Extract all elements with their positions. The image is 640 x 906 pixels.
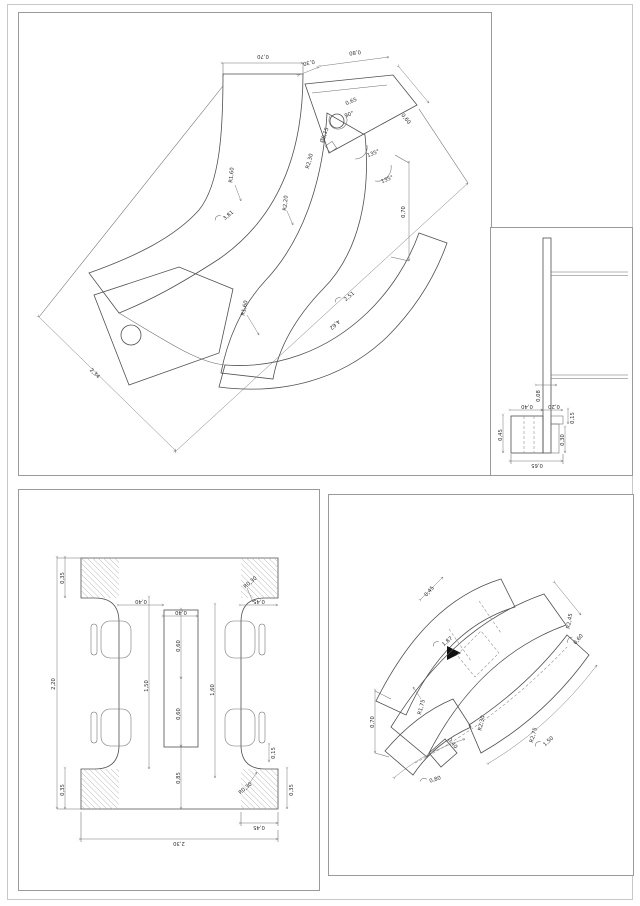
corner-block: [81, 558, 119, 598]
dim-label: Ø0,15: [318, 126, 330, 143]
notch-detail: [325, 141, 337, 153]
chair: [224, 620, 266, 659]
dim-label: 2,20: [51, 677, 57, 689]
segment-upper-band: [375, 578, 516, 716]
segment-lower-left: [384, 698, 472, 776]
dim-label: 0,40: [520, 403, 532, 409]
dim-label: 0,15: [271, 747, 277, 759]
shelf-upper: [551, 271, 628, 276]
dim-label: 0,70: [370, 715, 376, 727]
dim-label: 0,85: [176, 772, 182, 784]
corner-block: [241, 558, 278, 598]
dim-label: 0,40: [446, 737, 458, 750]
chair: [90, 620, 132, 659]
dim-label: 1,50: [542, 735, 555, 748]
dim-label: 0,60: [176, 639, 182, 651]
dim-label: 1,60: [210, 683, 216, 695]
construction-line-left: [38, 85, 224, 318]
dim-label: 0,45: [424, 585, 436, 598]
dim-label: R1,60: [240, 299, 249, 316]
shelf-lower: [551, 374, 628, 379]
dim-label: 0,40: [134, 598, 146, 604]
dim-label: 0,40: [174, 609, 186, 615]
dim-label: 3,81: [222, 210, 235, 222]
dim-label: 0,15: [570, 412, 576, 424]
desk-end-detail: [304, 74, 418, 154]
dim-line-234: [36, 314, 177, 452]
skirting-step: [550, 415, 564, 425]
dim-label: 2,34: [88, 367, 101, 380]
dim-label: 0,35: [289, 784, 295, 796]
dim-label: 0,08: [536, 389, 542, 401]
dim-label: 0,65: [531, 462, 543, 468]
wall-section: [542, 237, 552, 454]
dim-label: 0,45: [253, 824, 265, 830]
dim-label: 0,65: [345, 97, 358, 107]
desk-band-upper: [88, 73, 304, 314]
dim-label: R1,60: [228, 166, 235, 183]
base-cabinet: [510, 415, 544, 454]
chair: [224, 708, 266, 747]
corner-block: [81, 769, 119, 809]
dim-label: 0,80: [429, 775, 443, 785]
dim-label: R2,30: [477, 714, 486, 731]
dim-label: 0,45: [253, 598, 265, 604]
top-view-panel: 0,70 0,30 0,80 0,65 0,60 90° Ø0,15 R2,30…: [18, 12, 492, 476]
dim-label: R2,20: [282, 194, 289, 211]
dim-label: 1,50: [144, 679, 150, 691]
dim-label: R2,75: [529, 727, 539, 744]
dim-label: 4,62: [328, 318, 341, 330]
corner-block: [241, 769, 278, 809]
dim-label: 0,60: [399, 113, 411, 126]
hole-015: [329, 113, 345, 129]
desk-end-piece: [93, 266, 234, 386]
dim-label: R1,75: [417, 699, 427, 716]
dim-label: 0,60: [176, 707, 182, 719]
hidden-detail: [456, 630, 500, 678]
dim-label: 0,35: [60, 784, 66, 796]
plan-view-drawing: 0,35 2,20 0,35 0,40 0,40 0,45 R0,30 0,60…: [51, 555, 295, 846]
section-detail-drawing: 0,08 0,40 0,20 0,15 0,45 0,30 0,65: [498, 237, 628, 468]
dim-label: 90°: [344, 110, 355, 119]
dim-label: 135°: [366, 149, 380, 159]
chair: [90, 708, 132, 747]
dim-label: 135°: [380, 175, 394, 185]
dim-line-462: [173, 182, 469, 454]
dim-label: 1,87: [441, 636, 454, 648]
dim-label: R2,45: [566, 613, 575, 629]
dim-label: 0,35: [60, 572, 66, 584]
segments-detail-drawing: 0,45 1,87 R1,75 R2,45 0,60 0,70 0,40 R2,…: [370, 576, 598, 785]
dim-label: 0,20: [547, 403, 559, 409]
grommet-hole: [120, 324, 142, 346]
dim-label: 0,80: [348, 48, 361, 56]
dim-label: R2,30: [305, 152, 315, 169]
dim-label: 0,30: [302, 58, 315, 66]
top-view-drawing: 0,70 0,30 0,80 0,65 0,60 90° Ø0,15 R2,30…: [36, 48, 469, 454]
segments-detail-panel: 0,45 1,87 R1,75 R2,45 0,60 0,70 0,40 R2,…: [328, 494, 634, 876]
dim-label: 0,70: [401, 205, 407, 217]
desk-band-center: [220, 112, 367, 380]
dim-label: 0,45: [498, 429, 504, 441]
dim-label: 0,30: [560, 433, 566, 445]
desk-band-lower: [218, 232, 448, 390]
dim-label: 2,30: [172, 840, 184, 846]
construction-line-right: [418, 108, 469, 184]
dim-label: 2,51: [343, 291, 356, 303]
plan-view-panel: 0,35 2,20 0,35 0,40 0,40 0,45 R0,30 0,60…: [18, 489, 320, 891]
section-detail-panel: 0,08 0,40 0,20 0,15 0,45 0,30 0,65: [490, 227, 633, 476]
skirting: [550, 423, 560, 454]
segment-middle-band: [390, 593, 567, 758]
dim-label: 0,70: [256, 53, 268, 59]
direction-marker: [447, 646, 461, 660]
dim-label: 0,60: [573, 633, 586, 646]
